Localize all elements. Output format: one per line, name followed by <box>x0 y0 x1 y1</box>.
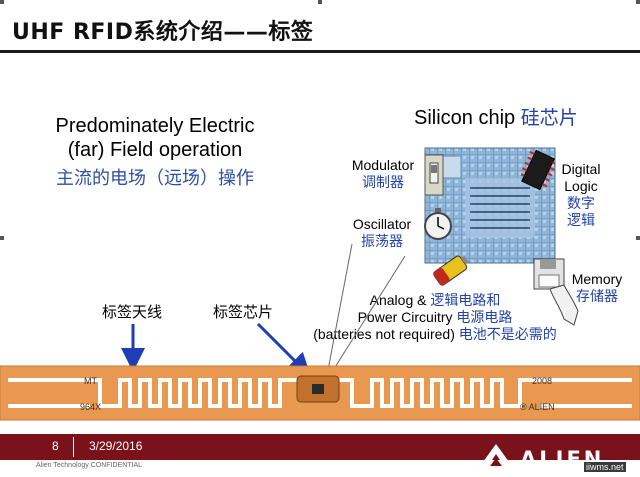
silicon-chip-heading: Silicon chip 硅芯片 <box>414 103 578 130</box>
modulator-label: Modulator 调制器 <box>344 157 422 191</box>
modulator-en: Modulator <box>351 157 415 173</box>
logic-en: Logic <box>564 178 598 194</box>
digital-zh: 数字 <box>567 195 595 211</box>
oscillator-zh: 振荡器 <box>361 233 403 249</box>
power-en: Power Circuitry <box>357 309 453 325</box>
mark-left-bottom: 964X <box>80 402 101 412</box>
chip-zoom-line <box>331 255 406 373</box>
switch-icon <box>424 154 444 196</box>
memory-floppy-icon <box>533 258 579 326</box>
power-zh: 电源电路 <box>456 309 513 325</box>
battery-icon <box>433 255 469 286</box>
title-divider <box>0 50 640 53</box>
batteries-zh: 电池不是必需的 <box>458 326 557 342</box>
mark-right-top: 2008 <box>532 376 552 386</box>
resize-handle[interactable] <box>0 0 4 4</box>
memory-zh: 存储器 <box>576 288 618 304</box>
antenna-trace <box>8 378 632 408</box>
chip-zoom-line <box>327 243 353 371</box>
rfid-inlay: MT 964X 2008 ® ALIEN <box>0 365 640 421</box>
analog-power-label: Analog & 逻辑电路和 Power Circuitry 电源电路 (bat… <box>285 292 585 343</box>
logic-chip-icon <box>521 149 555 191</box>
page-title: UHF RFID系统介绍——标签 <box>12 20 314 45</box>
page-number: 8 <box>52 439 59 453</box>
memory-label: Memory 存储器 <box>564 271 630 305</box>
memory-en: Memory <box>571 271 623 287</box>
logic-zh: 逻辑 <box>567 212 595 228</box>
silicon-chip-en: Silicon chip <box>414 107 516 129</box>
field-operation-zh: 主流的电场（远场）操作 <box>56 168 254 188</box>
silicon-chip-zh: 硅芯片 <box>520 108 578 129</box>
footer-divider <box>73 437 74 457</box>
resize-handle[interactable] <box>636 236 640 240</box>
chip-arrow <box>256 322 312 378</box>
digital-logic-label: Digital Logic 数字 逻辑 <box>553 161 609 229</box>
resize-handle[interactable] <box>636 0 640 4</box>
field-operation-line2: (far) Field operation <box>67 139 243 161</box>
oscillator-label: Oscillator 振荡器 <box>342 216 422 250</box>
modulator-zh: 调制器 <box>362 174 404 190</box>
tag-antenna-label: 标签天线 <box>102 304 163 321</box>
footer-bar <box>0 434 640 460</box>
analog-en: Analog & <box>369 292 427 308</box>
digital-en: Digital <box>561 161 601 177</box>
watermark: iiwms.net <box>584 462 626 472</box>
tag-chip-label: 标签芯片 <box>213 304 274 321</box>
mark-right-bottom: ® ALIEN <box>520 402 555 412</box>
alien-logo-icon <box>480 444 512 466</box>
analog-zh: 逻辑电路和 <box>430 292 501 308</box>
stopwatch-icon <box>424 208 452 240</box>
oscillator-en: Oscillator <box>352 216 412 232</box>
field-operation-line1: Predominately Electric <box>55 115 255 137</box>
resize-handle[interactable] <box>318 0 322 4</box>
confidential-note: Alien Technology CONFIDENTIAL <box>36 462 143 469</box>
resize-handle[interactable] <box>0 236 4 240</box>
batteries-en: (batteries not required) <box>313 326 455 342</box>
mark-left-top: MT <box>84 376 97 386</box>
footer-date: 3/29/2016 <box>89 439 143 453</box>
